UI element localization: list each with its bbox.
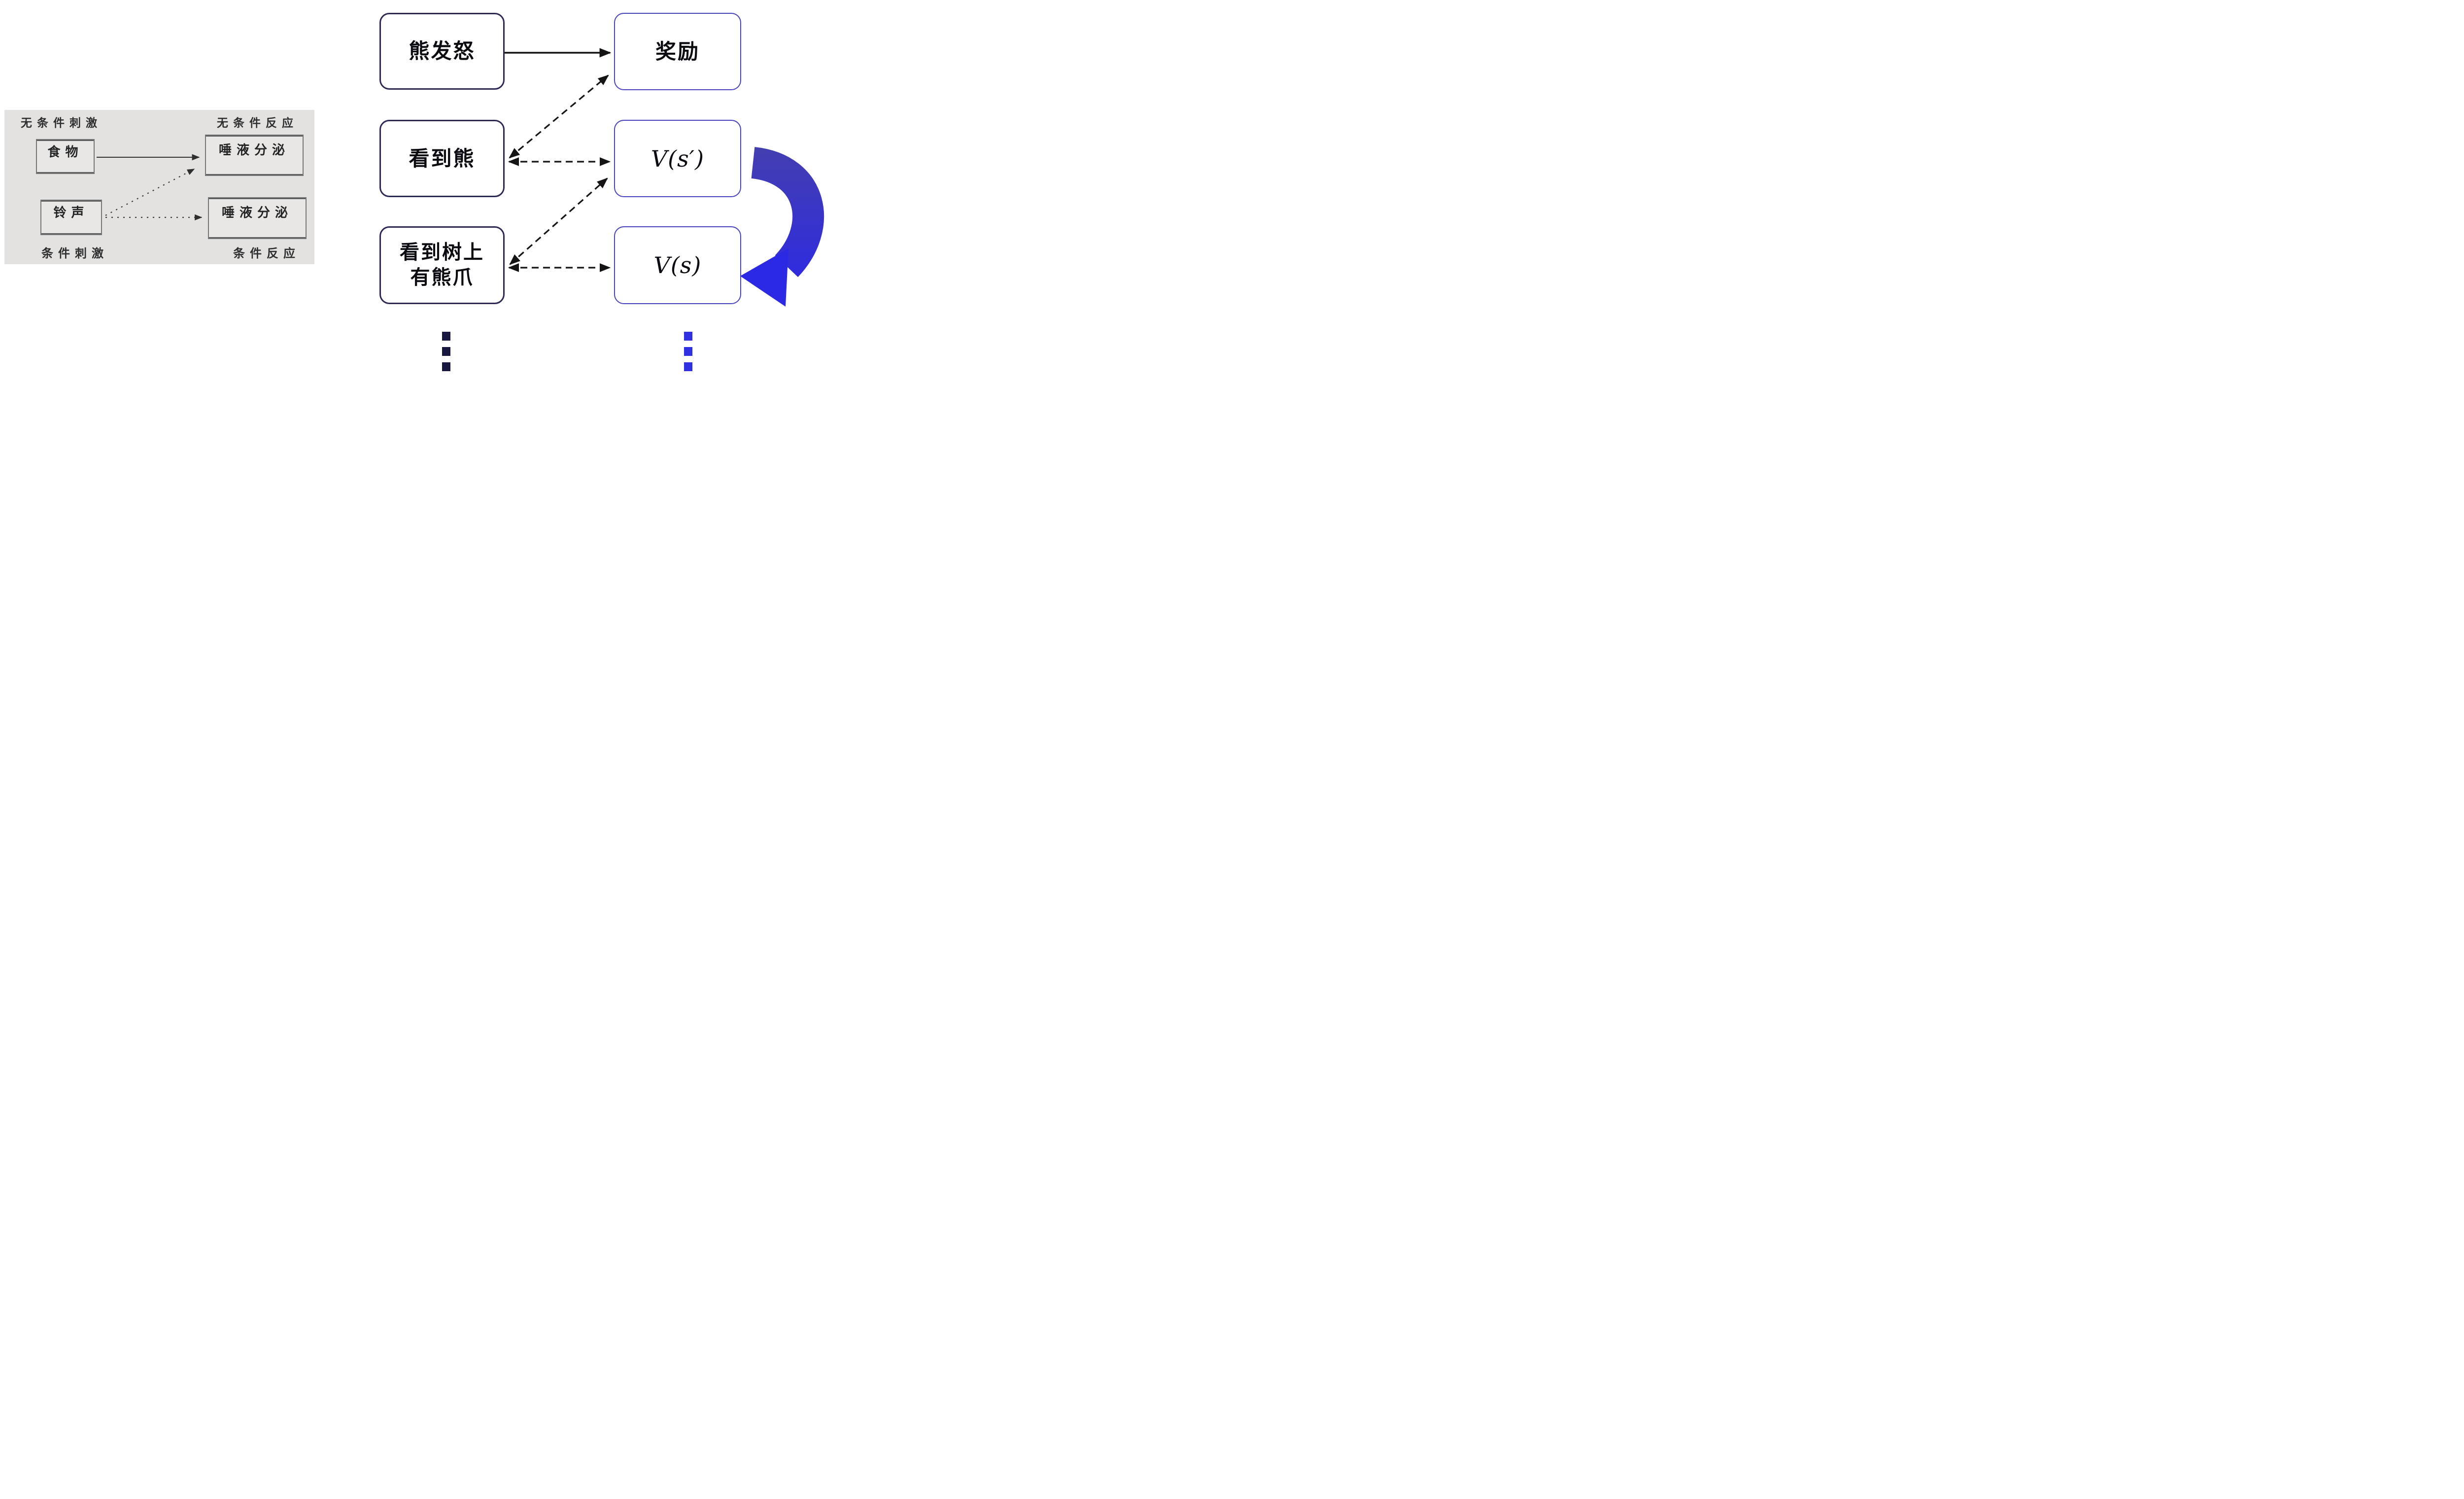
see-claw-to-value-next-dashed-arrow bbox=[509, 177, 608, 265]
unconditioned-stimulus-label: 无条件刺激 bbox=[21, 116, 102, 129]
reward-box: 奖励 bbox=[614, 13, 741, 90]
value-state-box: V(s) bbox=[614, 226, 741, 304]
conditioned-stimulus-label: 条件刺激 bbox=[41, 247, 108, 260]
see-bear-box: 看到熊 bbox=[379, 120, 505, 197]
salivation-unconditioned-box: 唾液分泌 bbox=[205, 135, 304, 176]
food-box: 食物 bbox=[36, 139, 95, 174]
bear-anger-label: 熊发怒 bbox=[409, 39, 476, 63]
bell-box-label: 铃声 bbox=[53, 205, 89, 220]
value-next-state-label: V(s′) bbox=[650, 145, 705, 172]
salivation-conditioned-box: 唾液分泌 bbox=[208, 197, 307, 239]
see-bear-claw-label: 看到树上 有熊爪 bbox=[400, 240, 484, 290]
see-bear-to-reward-dashed-arrow bbox=[509, 74, 609, 159]
see-bear-claw-line2: 有熊爪 bbox=[410, 267, 474, 288]
conditioning-vs-td-learning-diagram: 无条件刺激 无条件反应 食物 唾液分泌 铃声 唾液分泌 条件刺激 条件反应 熊发… bbox=[0, 0, 827, 375]
bear-anger-box: 熊发怒 bbox=[379, 13, 505, 90]
see-bear-claw-box: 看到树上 有熊爪 bbox=[379, 226, 505, 304]
food-box-label: 食物 bbox=[47, 144, 83, 159]
conditioned-response-label: 条件反应 bbox=[233, 247, 300, 260]
reward-label: 奖励 bbox=[655, 39, 700, 63]
salivation-unconditioned-label: 唾液分泌 bbox=[218, 142, 290, 157]
value-state-label: V(s) bbox=[653, 252, 702, 279]
ellipsis-dots-values-icon bbox=[684, 332, 692, 375]
pavlov-panel bbox=[4, 110, 314, 264]
see-bear-label: 看到熊 bbox=[409, 146, 476, 170]
bell-box: 铃声 bbox=[40, 200, 102, 235]
value-next-state-box: V(s′) bbox=[614, 120, 741, 197]
loop-arrow-icon bbox=[740, 147, 824, 307]
salivation-conditioned-label: 唾液分泌 bbox=[221, 205, 293, 220]
ellipsis-dots-states-icon bbox=[442, 332, 450, 375]
see-bear-claw-line1: 看到树上 bbox=[400, 242, 484, 264]
unconditioned-response-label: 无条件反应 bbox=[217, 116, 298, 129]
